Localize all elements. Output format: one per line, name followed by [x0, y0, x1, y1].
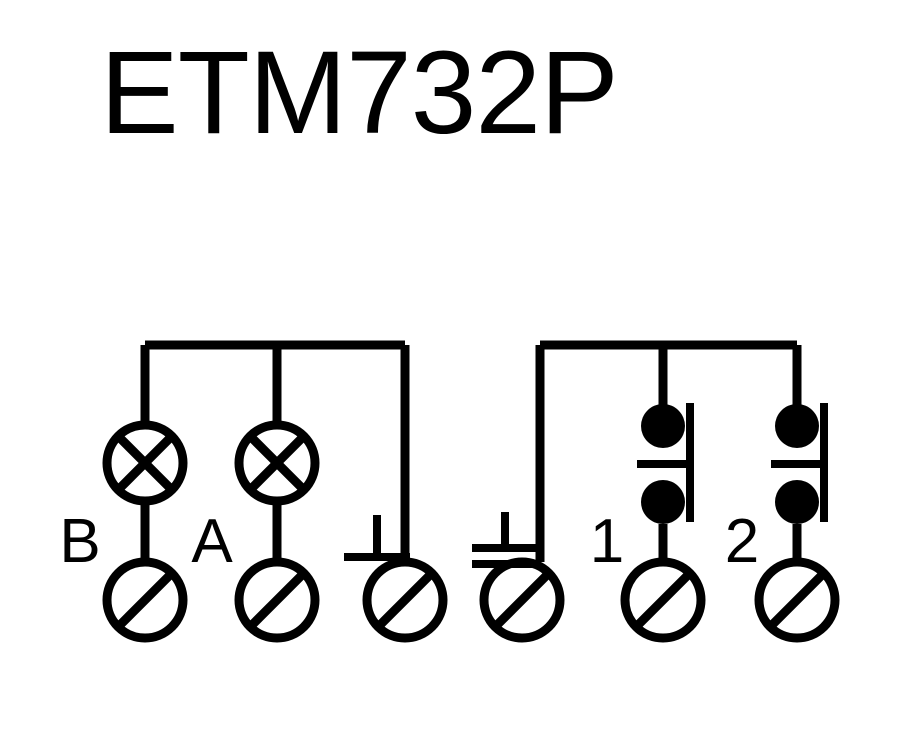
terminal-label-2: 2 — [725, 507, 759, 576]
earth-ground-icon-left — [344, 515, 410, 561]
screw-terminal-b — [102, 557, 188, 643]
lamp-icon-b — [102, 420, 188, 506]
screw-terminal-1 — [620, 557, 706, 643]
screw-terminal-ground-right — [479, 557, 565, 643]
branch-1: 1 — [590, 345, 706, 643]
earth-ground-icon-right — [472, 512, 540, 568]
lamp-group: B A — [59, 340, 448, 643]
terminal-label-a: A — [191, 507, 233, 576]
push-button-icon-2 — [771, 403, 828, 524]
terminal-label-1: 1 — [590, 507, 624, 576]
branch-2: 2 — [725, 345, 840, 643]
lamp-icon-a — [234, 420, 320, 506]
screw-terminal-2 — [754, 557, 840, 643]
pushbutton-group: 1 2 — [472, 340, 840, 643]
branch-ground-right — [472, 345, 565, 643]
page-title: ETM732P — [100, 27, 618, 159]
push-button-icon-1 — [637, 403, 694, 524]
branch-b: B — [59, 345, 188, 643]
branch-ground-left — [344, 345, 448, 643]
screw-terminal-ground-left — [362, 557, 448, 643]
branch-a: A — [191, 345, 320, 643]
screw-terminal-a — [234, 557, 320, 643]
terminal-label-b: B — [59, 507, 100, 576]
